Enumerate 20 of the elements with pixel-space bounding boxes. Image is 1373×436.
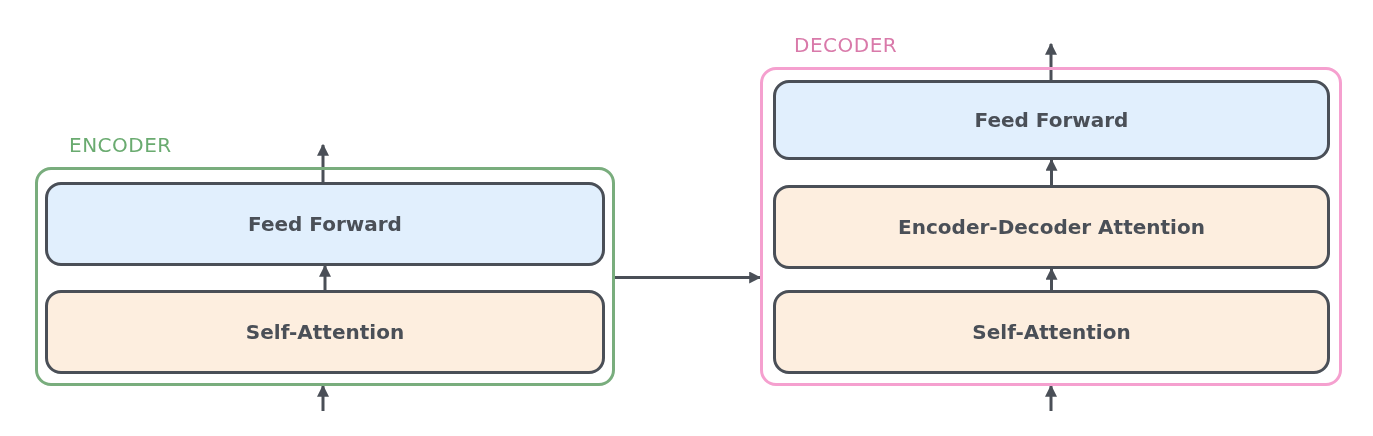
layer-box bbox=[773, 80, 1330, 160]
arrow bbox=[1045, 384, 1057, 411]
layer-box bbox=[45, 290, 605, 374]
layer-box bbox=[773, 290, 1330, 374]
arrow bbox=[615, 271, 762, 284]
layer-box bbox=[773, 185, 1330, 269]
arrow bbox=[317, 143, 329, 182]
layer-label: Feed Forward bbox=[974, 108, 1129, 132]
group-heading: DECODER bbox=[794, 33, 898, 57]
arrow bbox=[317, 384, 329, 411]
arrow bbox=[319, 264, 331, 290]
layer-label: Self-Attention bbox=[972, 320, 1131, 344]
group-heading: ENCODER bbox=[69, 133, 172, 157]
arrow bbox=[1045, 158, 1058, 185]
arrow bbox=[1045, 267, 1058, 290]
layer-label: Feed Forward bbox=[248, 212, 402, 236]
layer-label: Self-Attention bbox=[245, 320, 405, 344]
layer-box bbox=[45, 182, 605, 266]
arrow bbox=[1045, 42, 1057, 80]
layer-label: Encoder-Decoder Attention bbox=[898, 215, 1205, 239]
